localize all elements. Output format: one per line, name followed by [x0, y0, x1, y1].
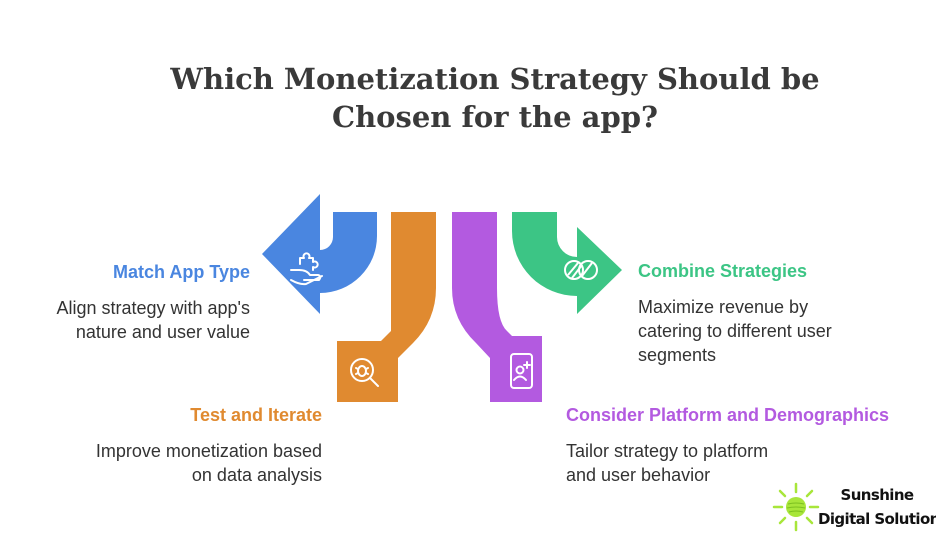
puzzle-hand-icon — [290, 252, 323, 286]
arrow-consider-platform — [452, 212, 542, 402]
brand-name: Sunshine Digital Solution — [818, 483, 936, 531]
overlapping-circles-icon — [564, 260, 598, 280]
page-title: Which Monetization Strategy Should be Ch… — [0, 60, 936, 136]
test-and-iterate-label: Test and Iterate — [190, 405, 322, 425]
bug-magnifier-icon — [350, 358, 379, 387]
consider-platform-description: Tailor strategy to platform and user beh… — [566, 441, 769, 485]
test-and-iterate-description: Improve monetization based on data analy… — [95, 441, 322, 485]
arrow-match-app-type — [262, 194, 377, 314]
match-app-type-description: Align strategy with app's nature and use… — [56, 298, 250, 342]
consider-platform-label: Consider Platform and Demographics — [566, 405, 890, 425]
combine-strategies-label: Combine Strategies — [638, 261, 808, 281]
brand-line-1: Sunshine — [840, 486, 915, 504]
match-app-type-label: Match App Type — [112, 262, 250, 282]
arrow-combine-strategies — [512, 212, 622, 314]
arrow-test-and-iterate — [337, 212, 436, 402]
sun-logo-icon — [772, 482, 820, 532]
brand-logo: Sunshine Digital Solution — [772, 482, 936, 532]
combine-strategies-description: Maximize revenue by catering to differen… — [638, 297, 832, 365]
brand-line-2: Digital Solution — [818, 510, 936, 528]
mobile-user-icon — [510, 353, 533, 389]
title-line-1: Which Monetization Strategy Should be — [170, 62, 820, 96]
title-line-2: Chosen for the app? — [331, 100, 659, 134]
